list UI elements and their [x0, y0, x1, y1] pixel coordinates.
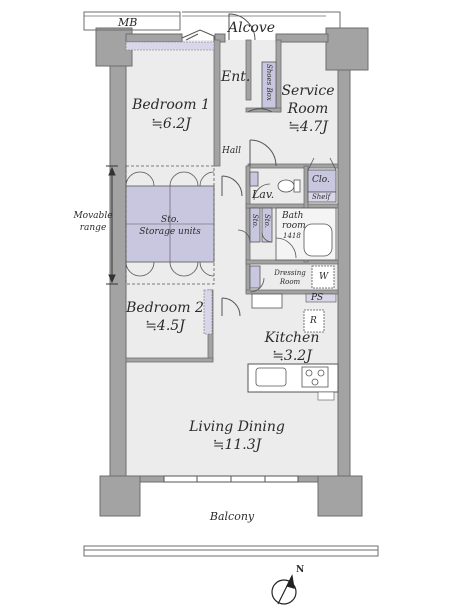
- bathroom-label-line2: room: [282, 221, 306, 231]
- living-dining-area: ≒11.3J: [212, 437, 262, 453]
- storage-units-label-line2: Storage units: [139, 227, 201, 237]
- bedroom2-label: Bedroom 2: [126, 300, 204, 316]
- kitchen-area: ≒3.2J: [272, 348, 312, 364]
- bedroom2-area: ≒4.5J: [145, 318, 185, 334]
- balcony-sliding-doors: [163, 475, 299, 483]
- stove: [301, 366, 329, 388]
- movable-area: [125, 165, 215, 285]
- bathroom-size: 1418: [283, 232, 301, 240]
- service-room-area: ≒4.7J: [288, 119, 328, 135]
- bathtub: [303, 223, 333, 257]
- entrance-door: [228, 13, 256, 41]
- alcove-outline: [182, 11, 341, 28]
- closet-label: Clo.: [312, 175, 330, 185]
- dressing-shelf: [249, 265, 261, 289]
- ps-box: [305, 293, 337, 303]
- movable-range-label-line1: Movable: [73, 211, 113, 221]
- sto-small-2-label: Sto.: [263, 214, 271, 228]
- shoes-box: [261, 61, 277, 109]
- service-room-label-line2: Room: [287, 101, 329, 117]
- hall-doors: [221, 108, 277, 197]
- washer-label: W: [319, 272, 329, 282]
- lav-label: Lav.: [252, 188, 275, 201]
- bedroom1-closet: [125, 41, 215, 51]
- balcony-label: Balcony: [209, 510, 255, 523]
- bedroom1-label: Bedroom 1: [132, 97, 210, 113]
- alcove-label: Alcove: [228, 20, 276, 36]
- hall-label: Hall: [222, 146, 241, 156]
- sto-small-2: [261, 207, 273, 243]
- refrigerator-label: R: [310, 316, 317, 326]
- refrigerator-space: [303, 309, 325, 333]
- bathroom-label-line1: Bath: [282, 211, 304, 221]
- shelf-label: Shelf: [312, 193, 331, 201]
- shoes-box-label: Shoes Box: [265, 64, 273, 101]
- storage-doors: [125, 171, 215, 277]
- mb-outline: [83, 11, 181, 31]
- lav-door: [253, 183, 271, 201]
- bedroom2-closet: [203, 289, 213, 335]
- movable-range-label-line2: range: [79, 223, 107, 233]
- kitchen-label: Kitchen: [264, 330, 320, 346]
- entrance-label: Ent.: [221, 69, 251, 85]
- balcony-railing: [83, 545, 379, 557]
- mb-label: MB: [118, 16, 138, 29]
- living-dining-label: Living Dining: [189, 419, 285, 435]
- storage-units-label-line1: Sto.: [161, 215, 179, 225]
- bedroom2-door: [221, 297, 241, 317]
- bedroom1-area: ≒6.2J: [151, 116, 191, 132]
- dressing-room-label-line2: Room: [279, 278, 301, 286]
- north-label: N: [296, 565, 305, 575]
- shelf: [307, 191, 337, 203]
- sto-small-1: [249, 207, 261, 243]
- service-room-label-line1: Service: [281, 83, 335, 99]
- ps-label: PS: [311, 293, 324, 303]
- kitchen-sink: [255, 367, 287, 387]
- toilet: [249, 171, 301, 193]
- sto-small-1-label: Sto.: [251, 214, 259, 228]
- movable-range-bracket: [106, 165, 118, 285]
- washer-space: [311, 265, 335, 289]
- north-compass-icon: [271, 574, 297, 605]
- sink: [251, 293, 283, 309]
- range-hood: [317, 391, 335, 401]
- dressing-room-label-line1: Dressing: [274, 269, 306, 277]
